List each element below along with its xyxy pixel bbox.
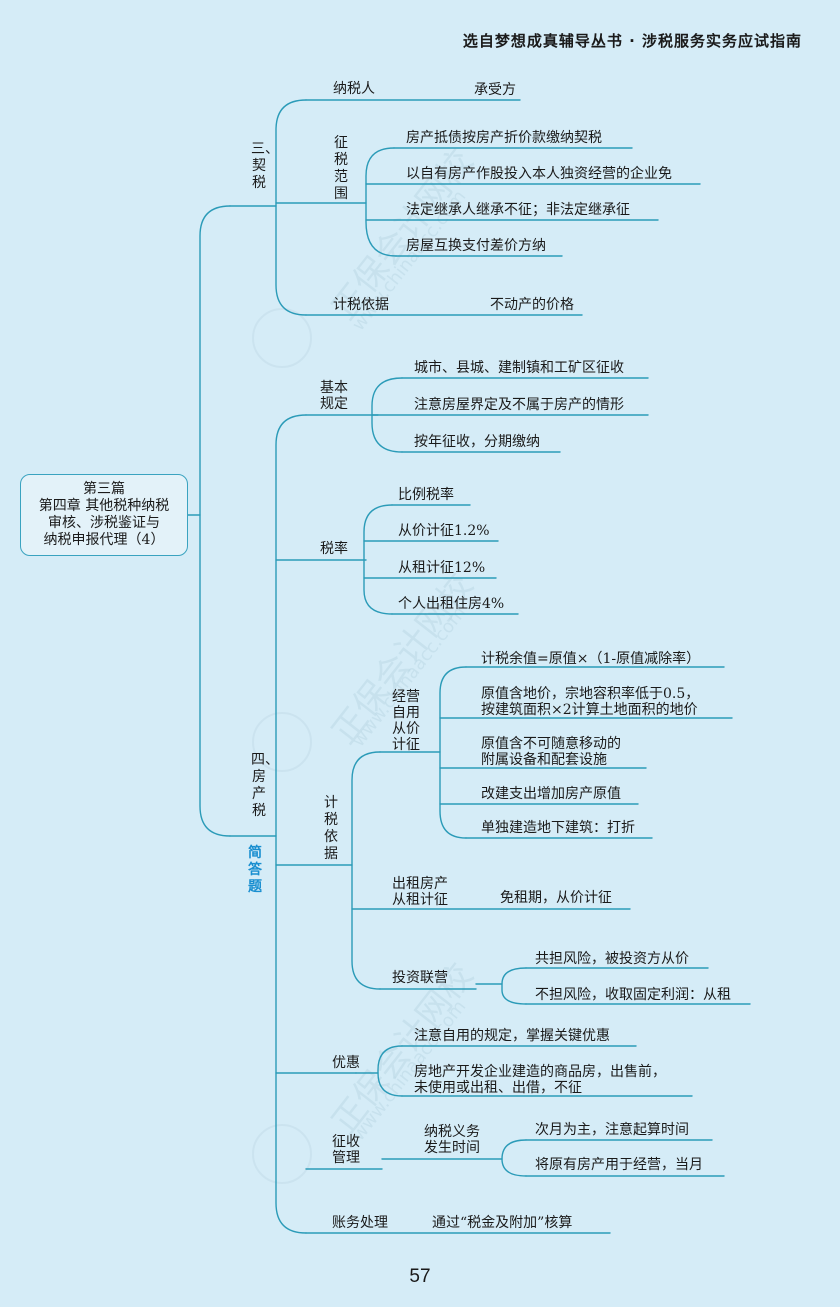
administration-node: 征收 管理: [332, 1134, 360, 1166]
preferential-node: 优惠: [332, 1055, 360, 1071]
page-header: 选自梦想成真辅导丛书 · 涉税服务实务应试指南: [462, 32, 802, 50]
accounting-label: 账务处理: [332, 1215, 388, 1231]
root-line: 第四章 其他税种纳税: [38, 498, 170, 514]
invest-item: 不担风险，收取固定利润：从租: [535, 987, 731, 1003]
deed-scope-node: 征税范围: [334, 135, 348, 202]
accounting-value: 通过“税金及附加”核算: [432, 1215, 573, 1231]
page-number: 57: [409, 1266, 431, 1287]
root-node: 第三篇 第四章 其他税种纳税 审核、涉税鉴证与 纳税申报代理（4）: [20, 474, 188, 556]
rent-value: 免租期，从价计征: [500, 890, 612, 906]
basic-rule-item: 注意房屋界定及不属于房产的情形: [414, 397, 624, 413]
self-use-item: 原值含不可随意移动的 附属设备和配套设施: [481, 736, 621, 768]
tax-basis-node: 计税依据: [324, 795, 338, 862]
root-line: 审核、涉税鉴证与: [48, 515, 160, 531]
watermark-logo-icon: [252, 712, 312, 772]
deed-scope-item: 房屋互换支付差价方纳: [406, 238, 546, 254]
self-use-item: 计税余值=原值×（1-原值减除率）: [481, 651, 701, 667]
deed-scope-item: 房产抵债按房产折价款缴纳契税: [406, 130, 602, 146]
invest-node: 投资联营: [392, 970, 448, 986]
basic-rules-node: 基本 规定: [320, 380, 348, 412]
deed-tax-node: 三、契税: [251, 141, 279, 191]
deed-scope-item: 以自有房产作股投入本人独资经营的企业免: [406, 166, 672, 182]
rate-item: 从租计征12%: [398, 560, 486, 576]
watermark-logo-icon: [252, 308, 312, 368]
deed-scope-item: 法定继承人继承不征；非法定继承征: [406, 202, 630, 218]
root-line: 第三篇: [83, 481, 125, 497]
watermark-logo-icon: [252, 1124, 312, 1184]
deed-taxpayer-label: 纳税人: [333, 81, 375, 97]
rate-node: 税率: [320, 541, 348, 557]
basic-rule-item: 城市、县城、建制镇和工矿区征收: [414, 360, 624, 376]
preferential-item: 注意自用的规定，掌握关键优惠: [414, 1028, 610, 1044]
obligation-time-item: 将原有房产用于经营，当月: [535, 1157, 703, 1173]
deed-taxpayer-value: 承受方: [474, 82, 516, 98]
rate-item: 个人出租住房4%: [398, 596, 505, 612]
rate-item: 比例税率: [398, 487, 454, 503]
question-type-tag: 简答题: [248, 845, 262, 895]
basic-rule-item: 按年征收，分期缴纳: [414, 434, 540, 450]
self-use-node: 经营 自用 从价 计征: [392, 689, 420, 753]
rent-node: 出租房产 从租计征: [392, 876, 448, 908]
self-use-item: 原值含地价，宗地容积率低于0.5， 按建筑面积×2计算土地面积的地价: [481, 686, 700, 718]
obligation-time-item: 次月为主，注意起算时间: [535, 1122, 689, 1138]
self-use-item: 改建支出增加房产原值: [481, 786, 621, 802]
property-tax-node: 四、房产税: [251, 752, 279, 819]
invest-item: 共担风险，被投资方从价: [535, 951, 689, 967]
rate-item: 从价计征1.2%: [398, 523, 490, 539]
deed-basis-label: 计税依据: [333, 297, 389, 313]
root-line: 纳税申报代理（4）: [43, 532, 165, 548]
obligation-time-node: 纳税义务 发生时间: [424, 1124, 480, 1156]
deed-basis-value: 不动产的价格: [490, 297, 574, 313]
self-use-item: 单独建造地下建筑：打折: [481, 820, 635, 836]
preferential-item: 房地产开发企业建造的商品房，出售前， 未使用或出租、出借，不征: [414, 1064, 666, 1096]
